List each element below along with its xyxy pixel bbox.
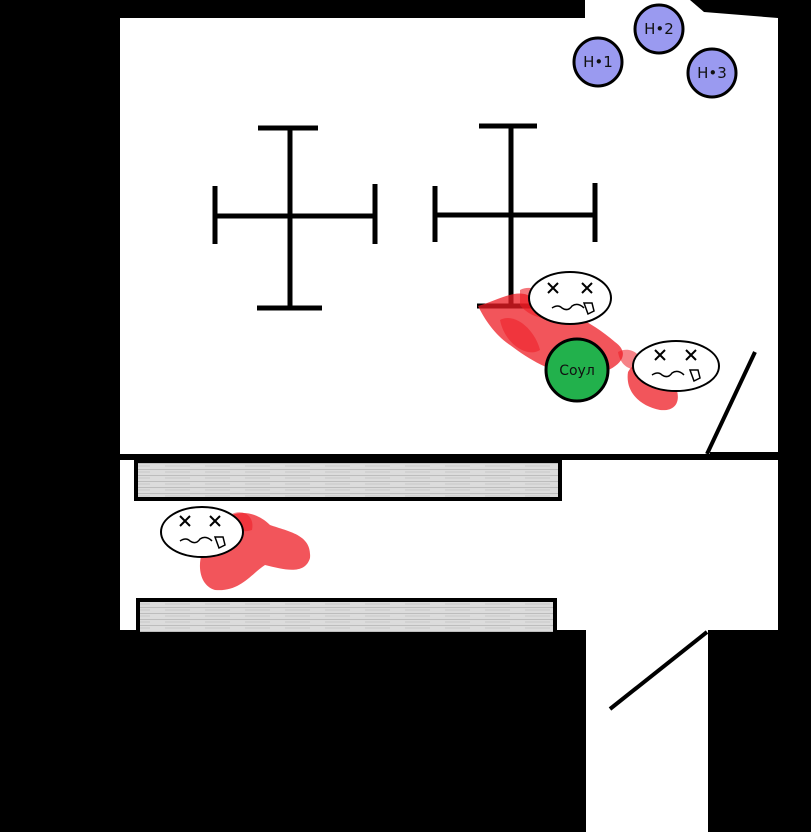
enemy-token-2[interactable]: Н•2 (633, 3, 685, 55)
enemy-label-2: Н•2 (644, 20, 674, 38)
door-icon-right[interactable] (705, 351, 757, 455)
hall-floor (586, 460, 778, 630)
player-token[interactable]: Соул (544, 337, 610, 403)
enemy-label-1: Н•1 (583, 53, 613, 71)
floor (120, 0, 778, 832)
door-icon-lower[interactable] (608, 630, 709, 711)
enemy-token-1[interactable]: Н•1 (572, 36, 624, 88)
lower-passage-floor (586, 630, 708, 832)
main-room-floor (120, 18, 586, 454)
enemy-label-3: Н•3 (697, 64, 727, 82)
interior-wall-right (710, 452, 778, 457)
cross-table-1 (212, 125, 378, 311)
player-token-circle (544, 337, 610, 403)
interior-wall (120, 454, 586, 460)
enemy-token-3[interactable]: Н•3 (686, 47, 738, 99)
upper-right-floor (585, 0, 778, 454)
dead-face-icon-2[interactable] (632, 340, 720, 392)
player-label: Соул (559, 363, 595, 379)
dead-face-icon-3[interactable] (160, 506, 244, 558)
bench-top (134, 459, 562, 501)
dead-face-icon-1[interactable] (528, 271, 612, 325)
bench-bottom (136, 598, 557, 636)
